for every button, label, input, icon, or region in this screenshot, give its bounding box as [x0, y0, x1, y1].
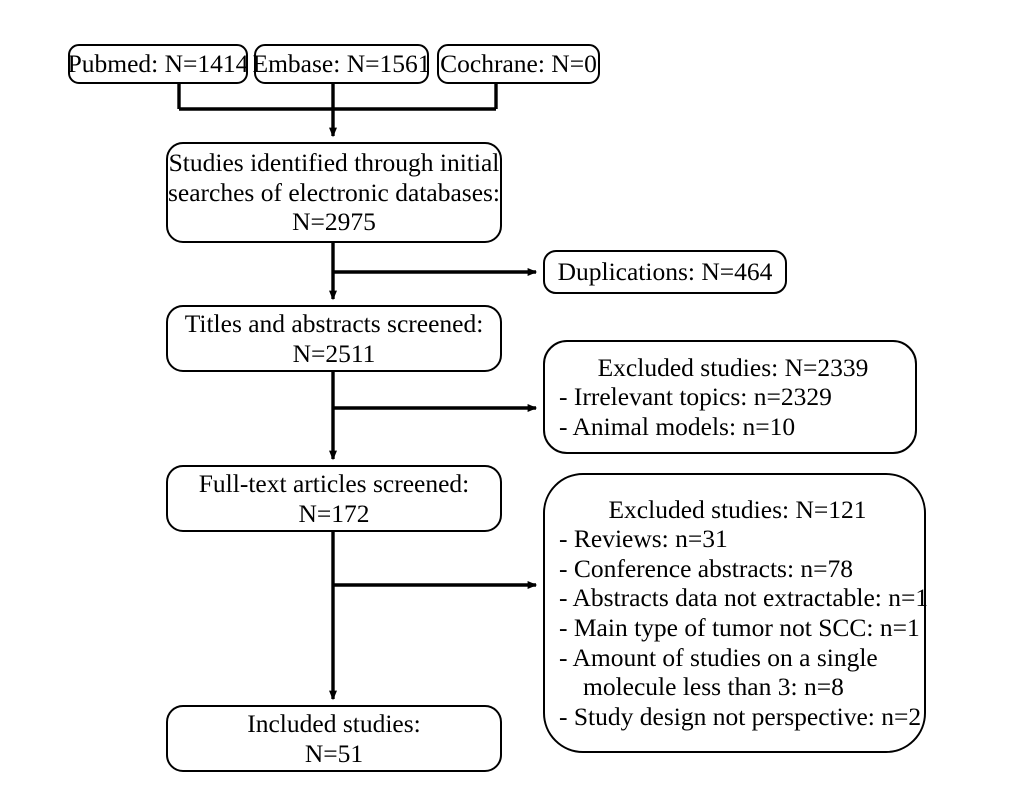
- flow-box-identified: Studies identified through initial searc…: [166, 142, 502, 243]
- excluded-fulltext-heading: Excluded studies: N=121: [608, 494, 867, 524]
- flow-box-included-studies: Included studies: N=51: [166, 705, 502, 772]
- flow-box-titles-screened: Titles and abstracts screened: N=2511: [166, 305, 502, 372]
- source-box-cochrane: Cochrane: N=0: [437, 44, 600, 84]
- excluded-fulltext-item-5-continued: molecule less than 3: n=8: [583, 672, 844, 702]
- titles-screened-count: N=2511: [292, 338, 376, 368]
- included-studies-count: N=51: [304, 738, 364, 768]
- identified-line-1: Studies identified through initial: [168, 148, 500, 178]
- excluded-fulltext-item-5: - Amount of studies on a single: [559, 642, 878, 672]
- included-studies-line-1: Included studies:: [247, 708, 421, 738]
- excluded-fulltext-item-2: - Conference abstracts: n=78: [559, 553, 854, 583]
- identified-line-2: searches of electronic databases:: [167, 177, 501, 207]
- excluded-screening-item-2: - Animal models: n=10: [559, 411, 796, 441]
- excluded-fulltext-item-3: - Abstracts data not extractable: n=1: [559, 583, 929, 613]
- source-label-cochrane: Cochrane: N=0: [440, 49, 597, 79]
- source-box-pubmed: Pubmed: N=1414: [68, 44, 248, 84]
- source-label-pubmed: Pubmed: N=1414: [67, 49, 249, 79]
- excluded-fulltext-item-6: - Study design not perspective: n=2: [559, 701, 922, 731]
- duplications-label: Duplications: N=464: [557, 257, 773, 287]
- fulltext-screened-count: N=172: [298, 498, 370, 528]
- flow-box-fulltext-screened: Full-text articles screened: N=172: [166, 465, 502, 532]
- fulltext-screened-line-1: Full-text articles screened:: [198, 468, 470, 498]
- exclusion-box-excluded-screening: Excluded studies: N=2339 - Irrelevant to…: [543, 340, 917, 454]
- exclusion-box-excluded-fulltext: Excluded studies: N=121 - Reviews: n=31 …: [543, 473, 929, 753]
- exclusion-box-duplications: Duplications: N=464: [543, 250, 787, 294]
- source-label-embase: Embase: N=1561: [252, 49, 431, 79]
- excluded-screening-heading: Excluded studies: N=2339: [597, 352, 869, 382]
- excluded-fulltext-item-4: - Main type of tumor not SCC: n=1: [559, 613, 920, 642]
- titles-screened-line-1: Titles and abstracts screened:: [184, 308, 484, 338]
- excluded-screening-item-1: - Irrelevant topics: n=2329: [559, 382, 832, 412]
- source-box-embase: Embase: N=1561: [252, 44, 431, 84]
- identified-count: N=2975: [292, 207, 376, 237]
- excluded-fulltext-item-1: - Reviews: n=31: [559, 524, 728, 554]
